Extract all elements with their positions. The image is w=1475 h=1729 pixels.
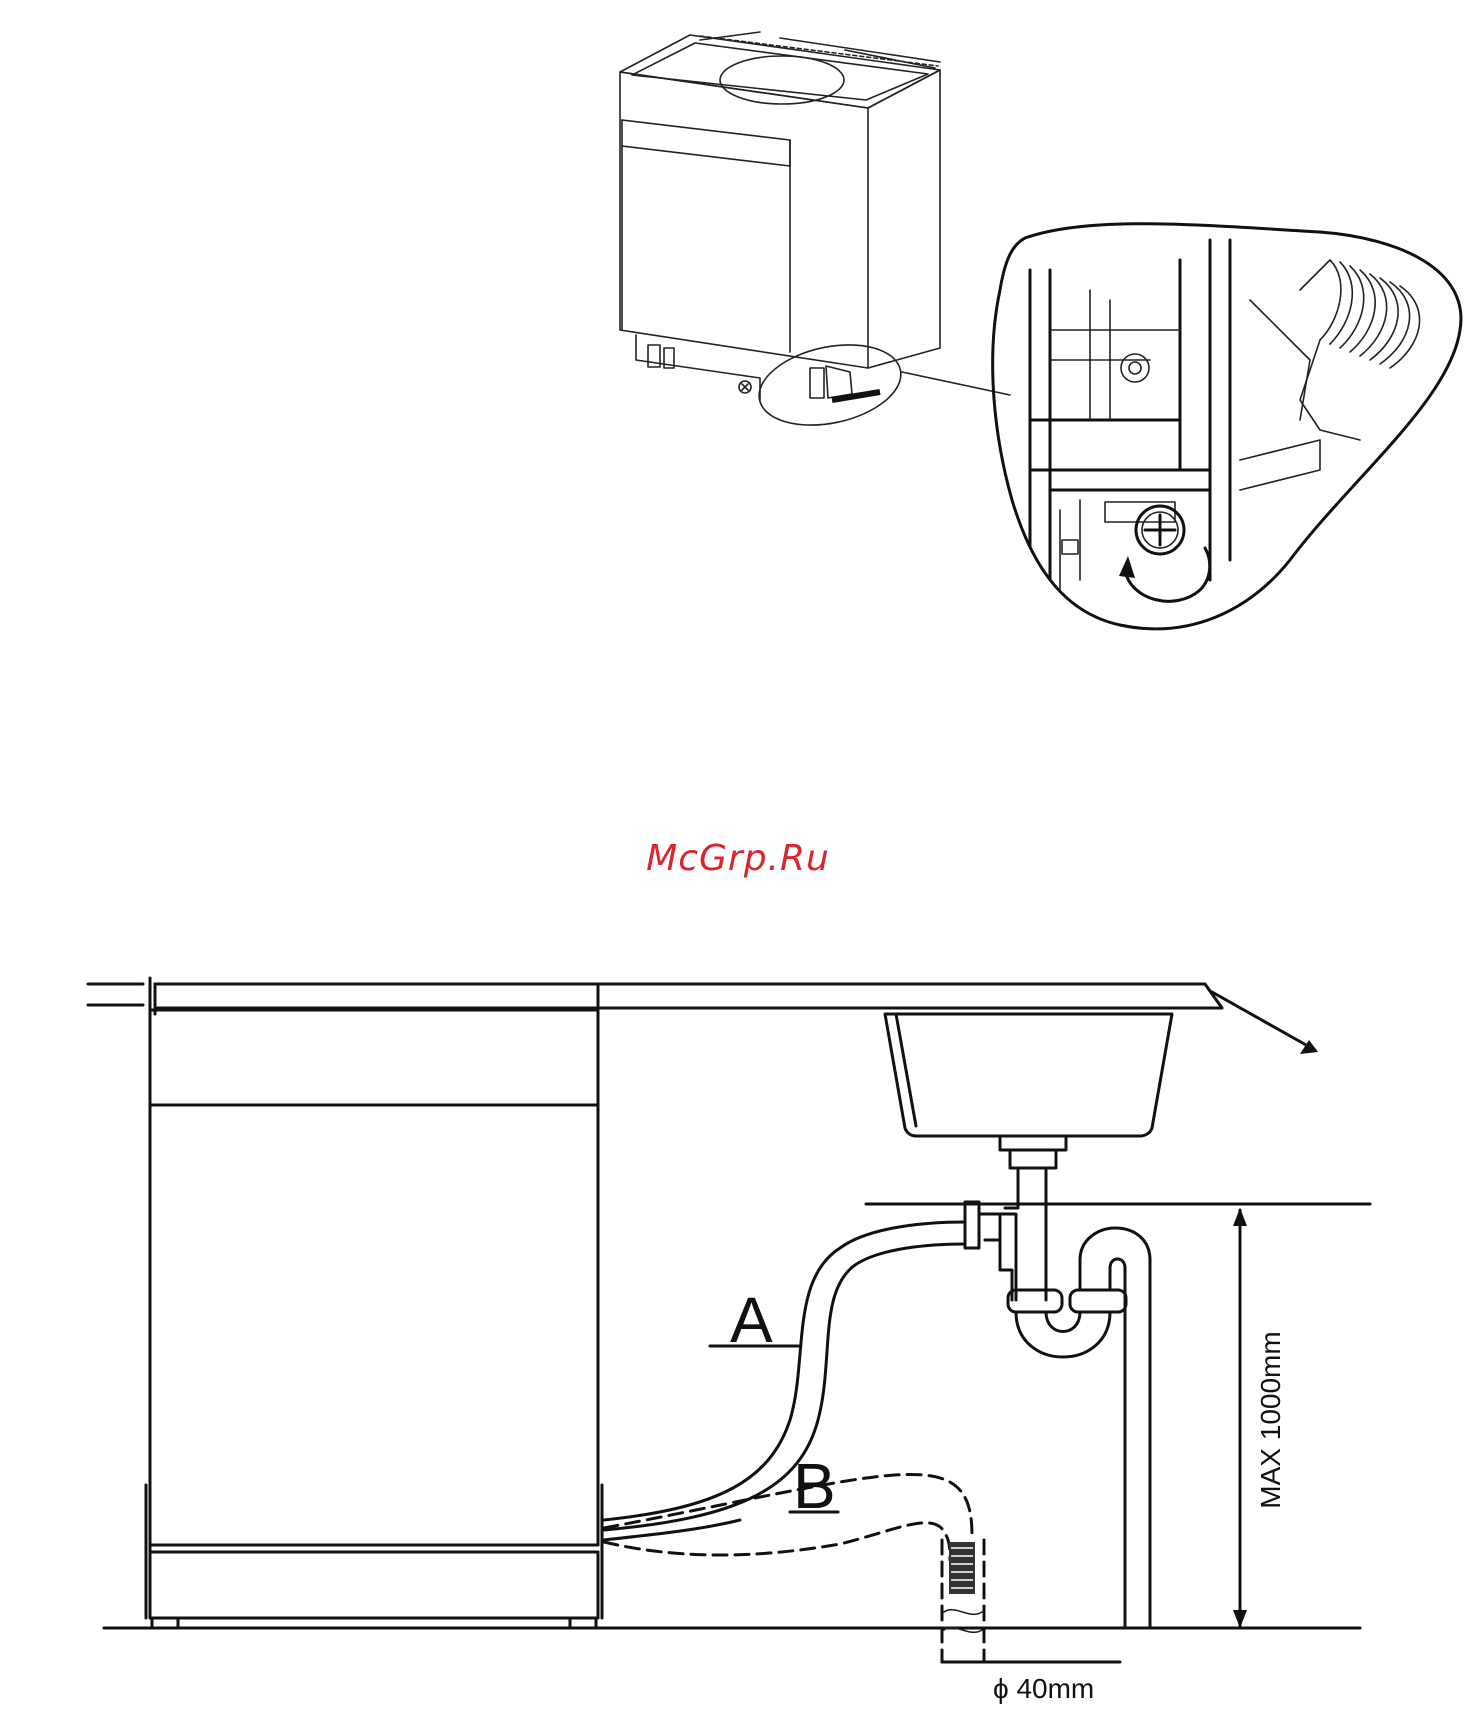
label-a: A [730, 1284, 773, 1356]
rotation-arrow-icon [1119, 548, 1210, 601]
max-height-dimension: MAX 1000mm [1233, 1208, 1286, 1628]
siphon-trap [965, 1202, 1150, 1628]
spring-coil [1250, 260, 1420, 440]
adjustment-screw [1105, 502, 1184, 554]
pipe-diameter-label: ϕ 40mm [993, 1673, 1094, 1704]
pipe-diameter-dimension: ϕ 40mm [942, 1662, 1120, 1704]
drain-hose-b [604, 1474, 972, 1560]
adjustment-detail-magnified-view [993, 224, 1461, 629]
watermark-logo: McGrp.Ru [646, 838, 830, 879]
label-b: B [793, 1450, 836, 1522]
countertop [88, 984, 1318, 1054]
standpipe-b [942, 1540, 984, 1662]
sink-basin [885, 1014, 1172, 1215]
max-height-label: MAX 1000mm [1255, 1331, 1286, 1508]
label-b-callout: B [790, 1450, 838, 1522]
dishwasher-front [146, 978, 602, 1628]
label-a-callout: A [710, 1284, 800, 1356]
dishwasher-isometric-drawing [620, 32, 1010, 437]
drain-hose-diagram: A B MAX 1000mm ϕ 40mm [88, 978, 1370, 1704]
